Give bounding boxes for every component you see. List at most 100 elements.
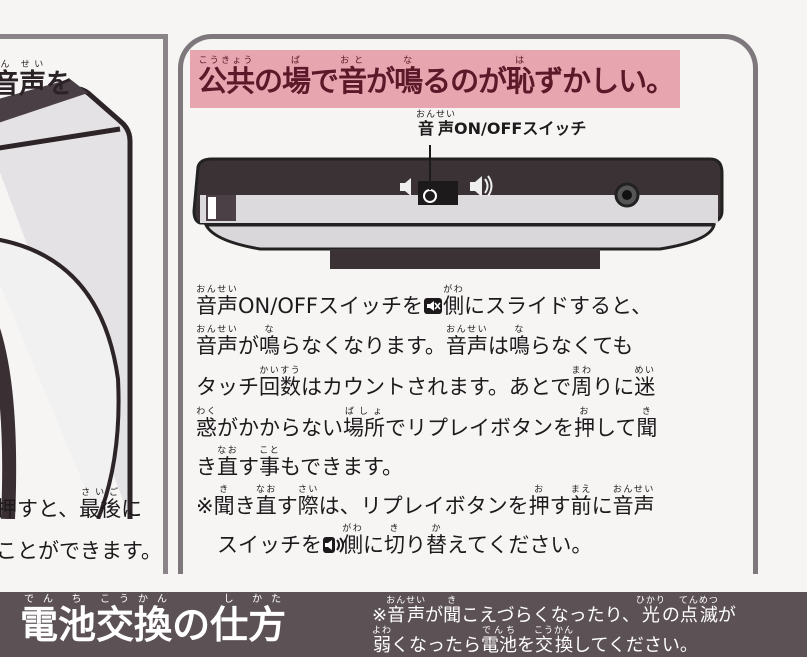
text-segment: す bbox=[549, 494, 571, 518]
ruby-word: 周まわ bbox=[571, 366, 593, 399]
text-segment: を bbox=[46, 69, 73, 100]
text-segment: らなくても bbox=[529, 334, 634, 358]
ruby-word: 点滅てんめつ bbox=[678, 596, 719, 626]
text-segment: りに bbox=[592, 375, 635, 399]
section-title: 公共こうきょうの場ばで音おとが鳴なるのが恥はずかしい。 bbox=[198, 56, 675, 100]
ruby-word: 池ち bbox=[58, 594, 97, 647]
text-segment: の bbox=[661, 605, 680, 626]
text-segment: が bbox=[366, 64, 395, 98]
ruby-word: 鳴な bbox=[508, 325, 530, 358]
ruby-word: 光ひかり bbox=[635, 596, 666, 626]
ruby-word: 鳴な bbox=[259, 325, 280, 358]
ruby-word: 際さい bbox=[297, 485, 319, 518]
text-segment: に bbox=[591, 494, 613, 518]
text-segment: もできます。 bbox=[280, 455, 404, 479]
ruby-word: 音声おんせい bbox=[196, 285, 238, 318]
text-segment: えてください。 bbox=[447, 533, 593, 557]
ruby-word: 直なお bbox=[255, 485, 277, 518]
text-segment: ON/OFFスイッチ bbox=[454, 119, 587, 138]
text-segment: す bbox=[276, 494, 298, 518]
text-segment: を bbox=[517, 635, 535, 656]
ruby-word: 電池でんち bbox=[481, 626, 517, 656]
battery-section-band: 電でん池ち交こう換かんの仕し方かた ※音声おんせいが聞きこえづらくなったり、光ひ… bbox=[0, 592, 807, 657]
text-segment: は、リプレイボタンを bbox=[318, 494, 529, 518]
left-section-heading: 音ん声せいを bbox=[0, 60, 73, 101]
text-segment: の bbox=[254, 64, 283, 98]
ruby-word: 音声おんせい bbox=[386, 596, 427, 626]
right-panel bbox=[178, 34, 758, 574]
ruby-word: 聞き bbox=[213, 485, 235, 518]
ruby-word: 音声おんせい bbox=[196, 325, 238, 358]
text-segment: くなったら bbox=[391, 635, 481, 656]
body-text-line: 音声おんせいON/OFFスイッチを側がわにスライドすると、 bbox=[196, 285, 652, 320]
text-segment: は bbox=[487, 334, 509, 358]
speaker-on-icon bbox=[470, 175, 493, 197]
ruby-word: 音声おんせい bbox=[612, 485, 655, 518]
ruby-word: 迷めい bbox=[634, 366, 656, 399]
ruby-word: 音ん bbox=[0, 60, 19, 100]
ruby-word: 交こう bbox=[96, 594, 135, 647]
text-segment: してください。 bbox=[573, 635, 698, 656]
device-side-illustration bbox=[192, 145, 724, 269]
ruby-word: 替か bbox=[426, 524, 447, 557]
battery-section-title: 電でん池ち交こう換かんの仕し方かた bbox=[20, 594, 286, 649]
text-segment: き bbox=[234, 494, 256, 518]
speaker-mute-icon bbox=[423, 296, 443, 314]
ruby-word: 場所ばしょ bbox=[343, 407, 385, 440]
text-segment: 押すと、 bbox=[0, 497, 80, 521]
text-segment: き bbox=[196, 455, 217, 479]
ruby-word: 事こと bbox=[259, 446, 280, 479]
text-segment: タッチ bbox=[196, 375, 259, 399]
ruby-word: 聞き bbox=[443, 596, 462, 626]
speaker-mute-icon bbox=[400, 178, 411, 196]
body-text-line: スイッチを側がわに切きり替かえてください。 bbox=[196, 524, 592, 559]
text-segment: す bbox=[238, 455, 259, 479]
text-segment: に bbox=[363, 533, 384, 557]
text-segment: らなくなります。 bbox=[280, 334, 446, 358]
ruby-word: 換かん bbox=[134, 594, 173, 647]
text-segment: にスライドすると、 bbox=[464, 294, 653, 318]
ruby-word: 恥は bbox=[506, 56, 535, 98]
text-segment: はカウントされます。あとで bbox=[301, 375, 572, 399]
ruby-word: 音おと bbox=[338, 56, 367, 98]
speaker-on-icon bbox=[322, 535, 344, 553]
ruby-word: 直なお bbox=[217, 446, 238, 479]
text-segment: して bbox=[595, 416, 637, 440]
ruby-word: 場ば bbox=[282, 56, 311, 98]
text-segment: で bbox=[310, 64, 339, 98]
ruby-word: 方かた bbox=[248, 594, 287, 647]
ruby-word: 音声おんせい bbox=[416, 110, 457, 138]
text-segment: こえづらくなったり、 bbox=[461, 605, 640, 626]
text-segment: り bbox=[405, 533, 426, 557]
text-segment: ことができます。 bbox=[0, 539, 162, 563]
text-segment: でリプレイボタンを bbox=[385, 416, 574, 440]
body-text-line: ※聞きき直なおす際さいは、リプレイボタンを押おす前まえに音声おんせい bbox=[196, 485, 655, 520]
text-segment: スイッチを bbox=[196, 533, 322, 557]
switch-callout-label: 音声おんせいON/OFFスイッチ bbox=[416, 110, 586, 139]
left-text-line: 押すと、最後さいごに bbox=[0, 488, 142, 523]
text-segment: ON/OFFスイッチを bbox=[238, 294, 424, 318]
ruby-word: 押お bbox=[574, 407, 595, 440]
ruby-word: 弱よわ bbox=[372, 626, 393, 656]
ruby-word: 電でん bbox=[20, 594, 59, 647]
text-segment: が bbox=[238, 334, 259, 358]
ruby-word: 側がわ bbox=[342, 524, 363, 557]
left-panel bbox=[0, 34, 168, 574]
ruby-word: 交換こうかん bbox=[534, 626, 575, 656]
text-segment: るのが bbox=[422, 64, 507, 98]
ruby-word: 声せい bbox=[19, 60, 46, 100]
ruby-word: 公共こうきょう bbox=[198, 56, 255, 98]
text-segment: が bbox=[425, 605, 444, 626]
text-segment: ※ bbox=[372, 605, 388, 626]
text-segment: がかからない bbox=[217, 416, 343, 440]
device-front-illustration bbox=[0, 79, 133, 519]
ruby-word: 切き bbox=[384, 524, 405, 557]
text-segment: の bbox=[172, 603, 211, 647]
ruby-word: 仕し bbox=[210, 594, 249, 647]
left-text-line: ことができます。 bbox=[0, 535, 162, 565]
battery-note-line: 弱よわくなったら電池でんちを交換こうかんしてください。 bbox=[372, 626, 698, 657]
text-segment: ずかしい。 bbox=[534, 64, 675, 98]
ruby-word: 前まえ bbox=[570, 485, 592, 518]
ruby-word: 惑わく bbox=[196, 407, 217, 440]
ruby-word: 聞き bbox=[636, 407, 658, 440]
